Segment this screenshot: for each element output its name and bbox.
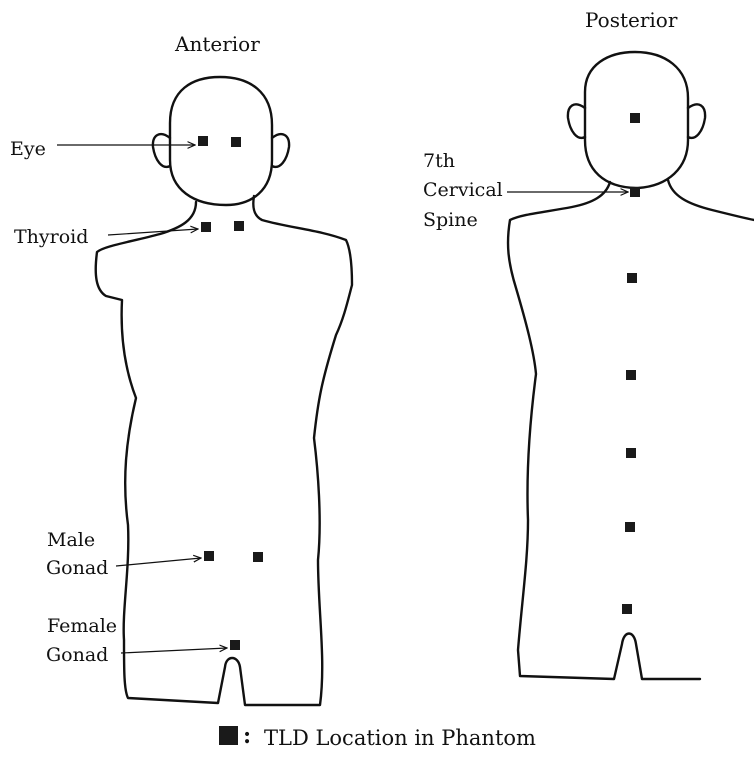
- label-cervical-line3: Spine: [423, 209, 478, 231]
- tld-marker-spine-4: [625, 522, 635, 532]
- anterior-phantom-outline: [96, 77, 352, 705]
- label-female-gonad-line2: Gonad: [46, 644, 108, 666]
- tld-marker-male-gonad-right: [204, 551, 214, 561]
- tld-marker-male-gonad-left: [253, 552, 263, 562]
- label-thyroid: Thyroid: [14, 226, 88, 248]
- legend-separator: :: [243, 723, 251, 749]
- arrow-female-gonad: [121, 648, 227, 653]
- posterior-title: Posterior: [585, 8, 678, 32]
- label-cervical-line1: 7th: [423, 150, 455, 172]
- tld-marker-thyroid-right: [201, 222, 211, 232]
- tld-marker-spine-1: [627, 273, 637, 283]
- tld-marker-spine-3: [626, 448, 636, 458]
- label-eye: Eye: [10, 138, 46, 160]
- label-cervical-line2: Cervical: [423, 179, 503, 201]
- tld-marker-eye-right: [198, 136, 208, 146]
- tld-marker-head-back: [630, 113, 640, 123]
- anterior-title: Anterior: [174, 32, 260, 56]
- posterior-phantom-outline: [508, 52, 754, 679]
- tld-marker-female-gonad: [230, 640, 240, 650]
- tld-marker-spine-5: [622, 604, 632, 614]
- legend: : TLD Location in Phantom: [219, 723, 536, 750]
- label-male-gonad-line1: Male: [47, 529, 95, 551]
- tld-marker-spine-2: [626, 370, 636, 380]
- label-female-gonad-line1: Female: [47, 615, 117, 637]
- tld-marker-eye-left: [231, 137, 241, 147]
- anterior-tld-markers: [198, 136, 263, 650]
- tld-marker-thyroid-left: [234, 221, 244, 231]
- arrow-thyroid: [108, 229, 198, 235]
- legend-text: TLD Location in Phantom: [264, 726, 536, 750]
- tld-marker-cervical-spine: [630, 187, 640, 197]
- legend-tld-icon: [219, 726, 238, 745]
- label-male-gonad-line2: Gonad: [46, 557, 108, 579]
